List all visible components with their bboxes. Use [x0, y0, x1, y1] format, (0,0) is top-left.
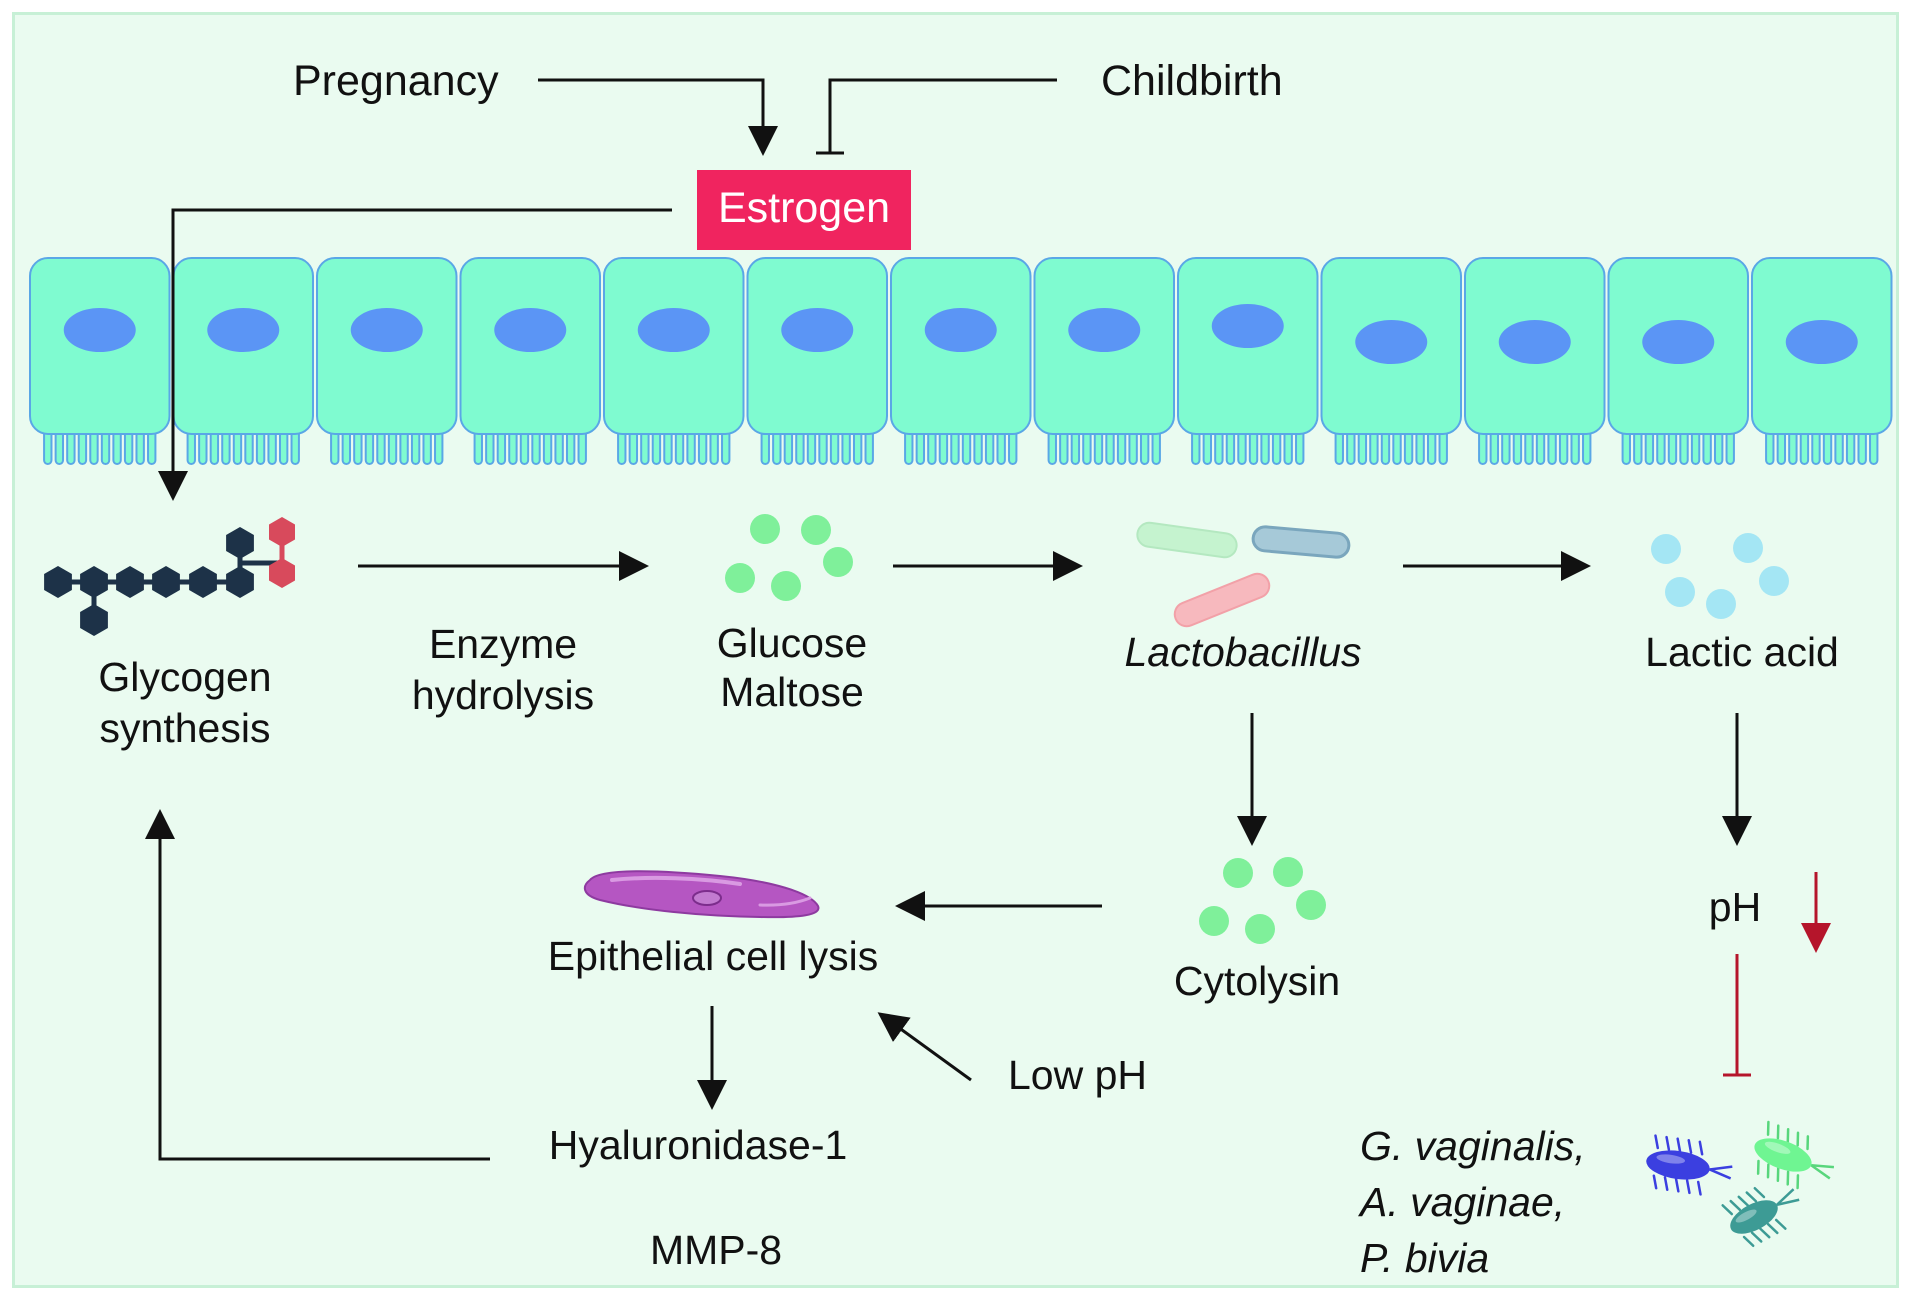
- low-ph-to-lysis-arrow: [877, 1012, 972, 1082]
- pregnancy-label: Pregnancy: [293, 57, 499, 105]
- epithelial-cell: [172, 257, 314, 465]
- hyaluronidase-to-glycogen-arrow: [145, 809, 490, 1161]
- enzyme-hydrolysis-label: Enzyme hydrolysis: [412, 621, 594, 719]
- epithelial-cell: [459, 257, 601, 465]
- nucleus-icon: [1498, 320, 1571, 364]
- lactobacillus-label: Lactobacillus: [1124, 629, 1362, 675]
- mmp8-label: MMP-8: [649, 1227, 783, 1273]
- lysed-epithelial-cell-icon: [583, 870, 820, 919]
- glycogen-synthesis-line1: Glycogen: [98, 654, 272, 700]
- epithelial-cell: [603, 257, 745, 465]
- pregnancy-arrow: [538, 78, 778, 156]
- nucleus-icon: [1211, 304, 1284, 348]
- pathogen-bacteria-icon: [1646, 1120, 1835, 1247]
- cytolysin-label: Cytolysin: [1173, 958, 1341, 1004]
- epithelial-cell: [1464, 257, 1606, 465]
- epithelial-cell: [1033, 257, 1175, 465]
- maltose-label: Maltose: [720, 669, 864, 716]
- glycogen-synthesis-line2: synthesis: [99, 705, 271, 752]
- glucose-label: Glucose: [716, 620, 868, 666]
- childbirth-inhibit-line: [828, 78, 1057, 153]
- estrogen-to-glycogen-arrow: [158, 208, 672, 501]
- epithelial-cell: [890, 257, 1032, 465]
- epithelial-cell: [1751, 257, 1893, 465]
- epithelial-cell: [1320, 257, 1462, 465]
- epithelial-cell: [1607, 257, 1749, 465]
- glucose-maltose-dots-icon: [725, 514, 853, 601]
- epithelial-cell-lysis-label: Epithelial cell lysis: [547, 933, 879, 979]
- epithelial-cell: [1177, 257, 1319, 465]
- glucose-maltose-label: Glucose Maltose: [717, 619, 867, 717]
- nucleus-icon: [1355, 320, 1428, 364]
- lactobacillus-rods-icon: [1136, 521, 1351, 628]
- childbirth-label: Childbirth: [1101, 57, 1283, 105]
- glycogen-synthesis-label: Glycogen synthesis: [98, 654, 271, 752]
- nucleus-icon: [1642, 320, 1715, 364]
- enzyme-hydrolysis-line1: Enzyme: [428, 621, 578, 667]
- epithelial-cell: [746, 257, 888, 465]
- epithelial-cell: [29, 257, 171, 465]
- pathogen-list: G. vaginalis, A. vaginae, P. bivia: [1360, 1118, 1586, 1286]
- cytolysin-dots-icon: [1199, 857, 1326, 944]
- nucleus-icon: [207, 308, 280, 352]
- lactic-acid-dots-icon: [1651, 533, 1789, 619]
- epithelial-cell: [316, 257, 458, 465]
- hyaluronidase-label: Hyaluronidase-1: [548, 1122, 848, 1168]
- nucleus-icon: [924, 308, 997, 352]
- low-ph-label: Low pH: [1008, 1052, 1148, 1098]
- ph-label: pH: [1708, 884, 1762, 930]
- nucleus-icon: [1785, 320, 1858, 364]
- estrogen-box: [697, 170, 911, 250]
- nucleus-icon: [637, 308, 710, 352]
- nucleus-icon: [494, 308, 567, 352]
- pathogen-g-vaginalis: G. vaginalis,: [1360, 1123, 1586, 1169]
- nucleus-icon: [350, 308, 423, 352]
- nucleus-icon: [63, 308, 136, 352]
- estrogen-label: Estrogen: [717, 184, 891, 232]
- lactic-acid-label: Lactic acid: [1645, 629, 1839, 675]
- pathogen-a-vaginae: A. vaginae,: [1360, 1179, 1566, 1225]
- glycogen-molecule-icon: [44, 517, 295, 636]
- pathogen-p-bivia: P. bivia: [1360, 1235, 1490, 1281]
- enzyme-hydrolysis-line2: hydrolysis: [411, 672, 595, 719]
- epithelial-cell-layer: [29, 257, 1893, 465]
- diagram-background: [12, 12, 1899, 1288]
- nucleus-icon: [781, 308, 854, 352]
- nucleus-icon: [1068, 308, 1141, 352]
